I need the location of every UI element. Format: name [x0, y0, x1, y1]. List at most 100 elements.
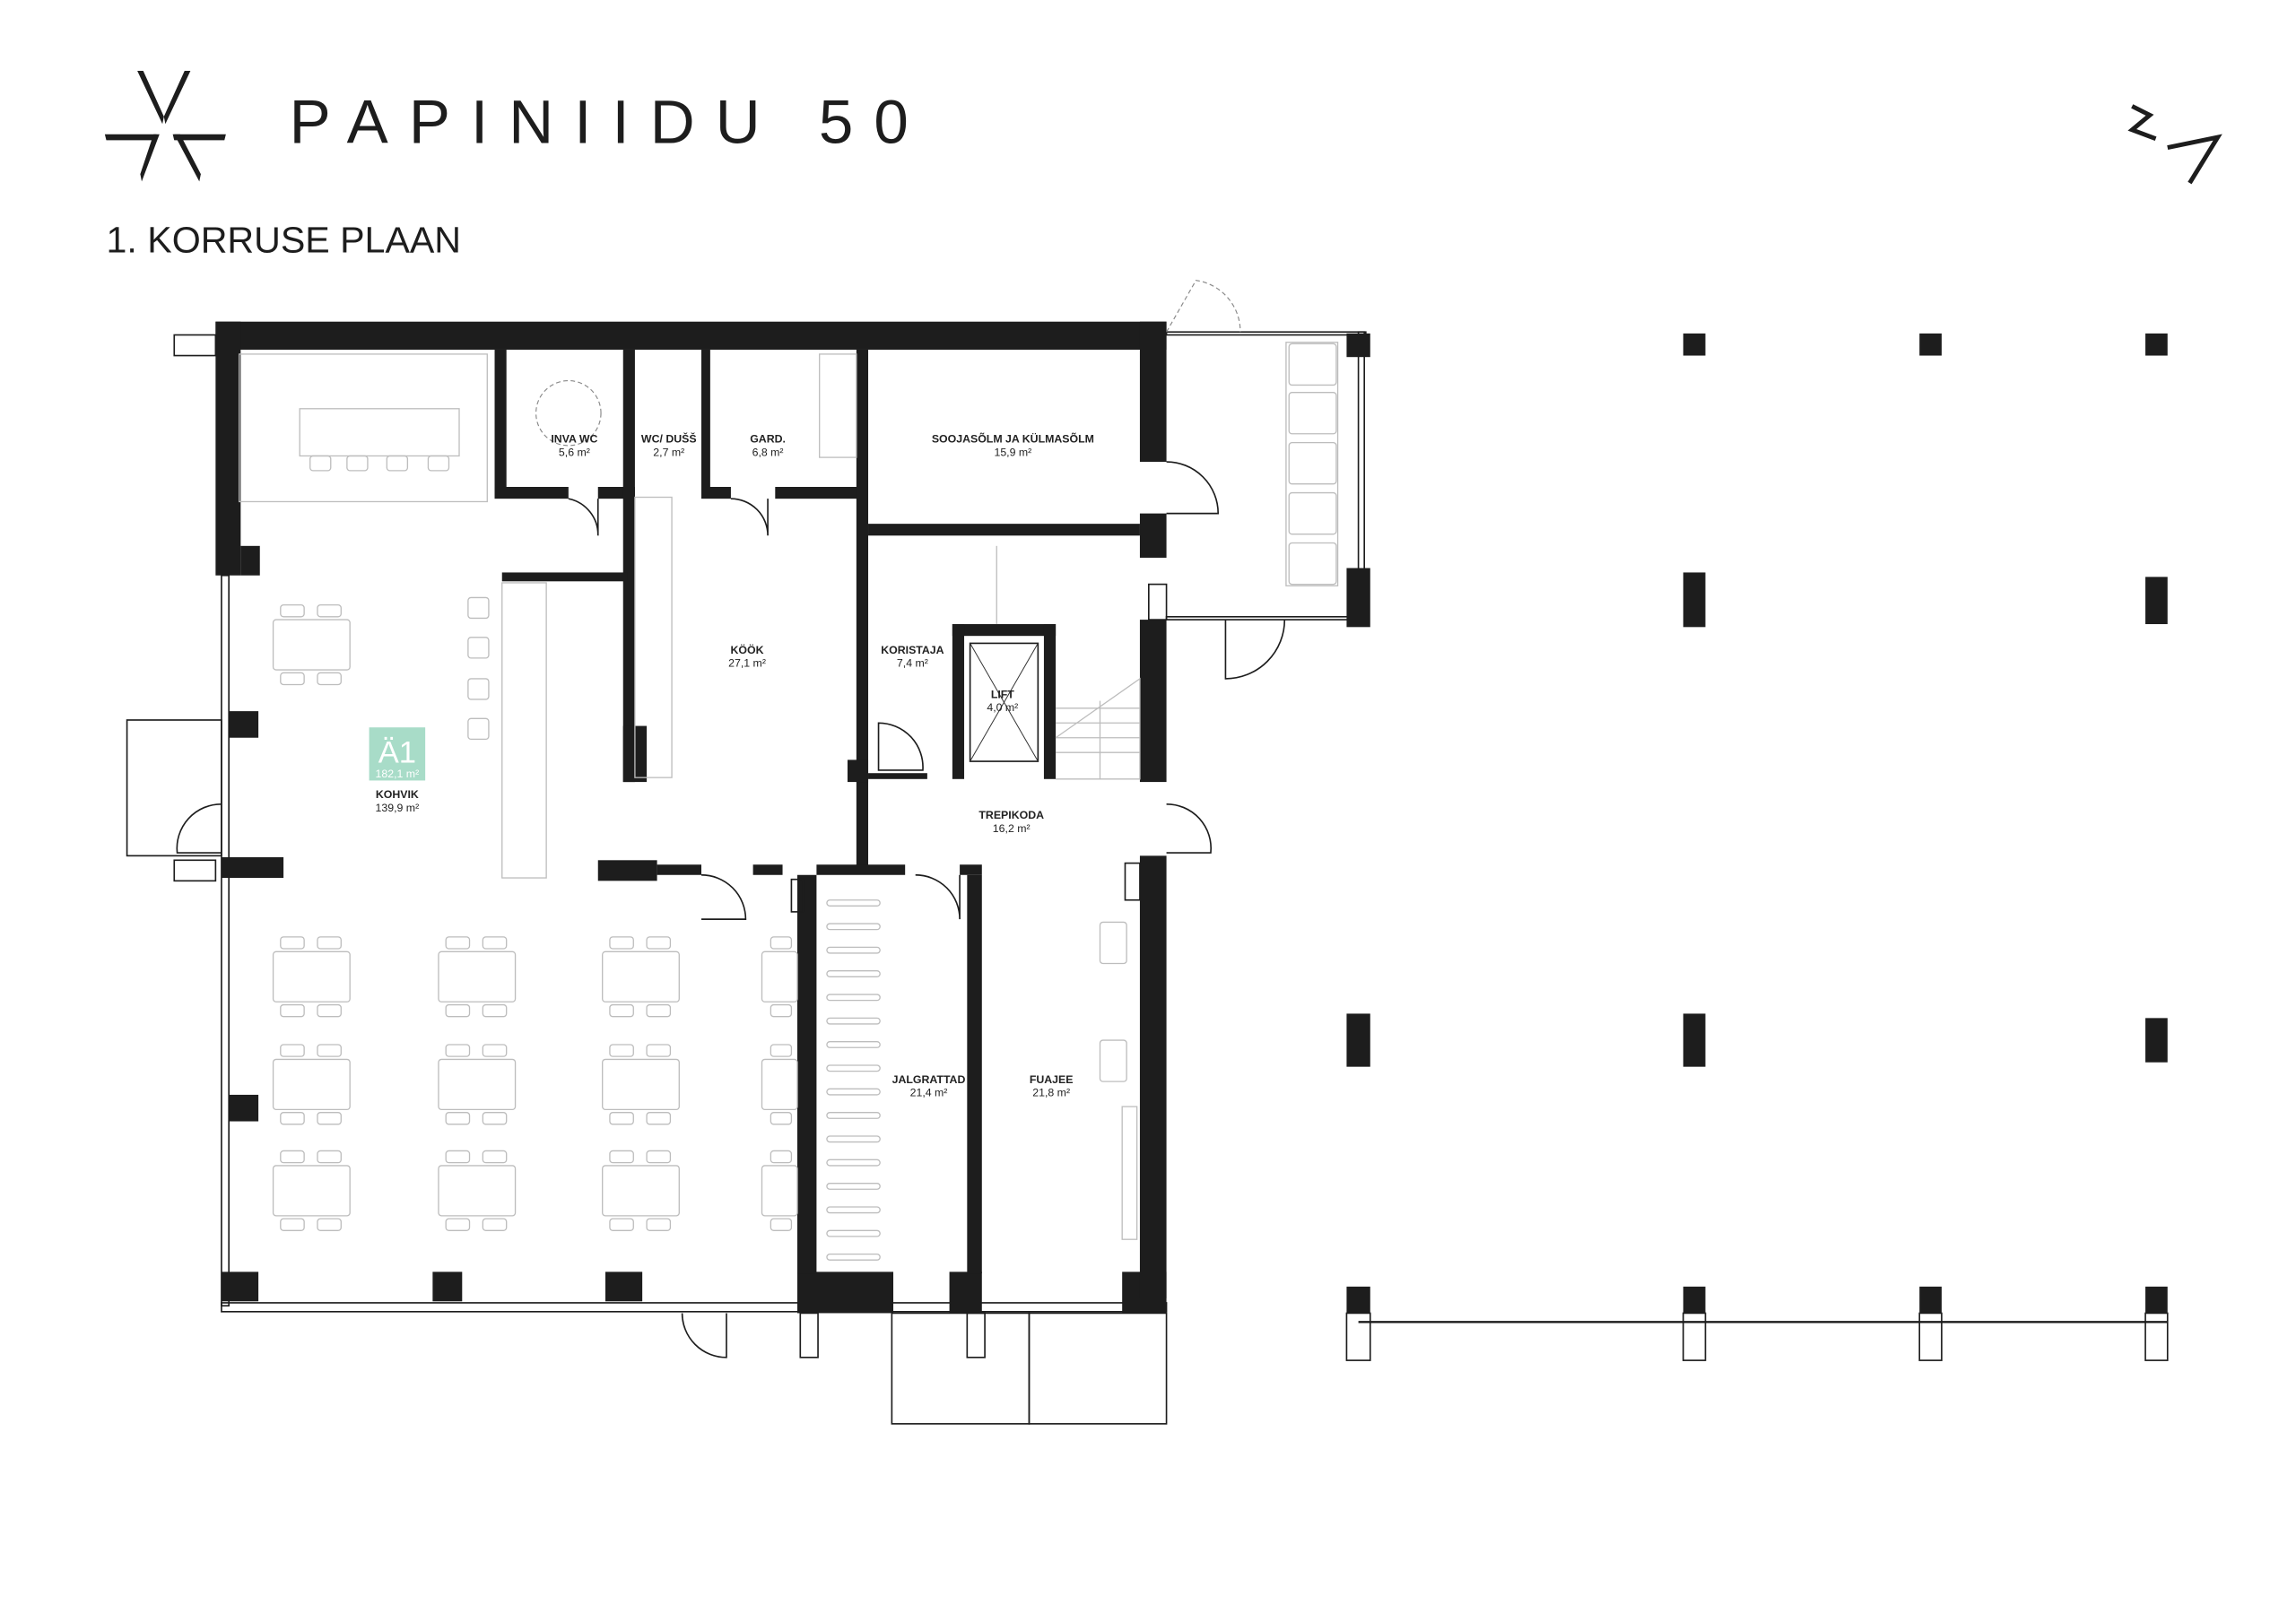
bar-stool	[467, 637, 490, 659]
bike-rack	[826, 1017, 881, 1025]
svg-text:21,4 m²: 21,4 m²	[910, 1087, 948, 1099]
table	[272, 1165, 351, 1217]
chair	[609, 1003, 634, 1018]
table	[272, 950, 351, 1002]
chair	[770, 936, 793, 950]
svg-text:KÖÖK: KÖÖK	[731, 643, 764, 656]
bar-stool	[467, 596, 490, 620]
chair	[609, 1112, 634, 1125]
chair	[609, 1150, 634, 1164]
svg-text:SOOJASÕLM JA KÜLMASÕLM: SOOJASÕLM JA KÜLMASÕLM	[932, 432, 1094, 446]
chair	[317, 936, 342, 950]
chair	[646, 1150, 672, 1164]
unit-badge-area: 182,1 m²	[376, 768, 420, 780]
chair	[609, 936, 634, 950]
chair	[609, 1218, 634, 1231]
table	[602, 1165, 680, 1217]
chair	[427, 455, 450, 472]
chair	[445, 1112, 471, 1125]
svg-text:INVA WC: INVA WC	[551, 433, 597, 446]
furniture	[272, 343, 1337, 1261]
table	[761, 1165, 798, 1217]
chair	[646, 1044, 672, 1057]
chair	[280, 1003, 305, 1018]
chair	[770, 1218, 793, 1231]
svg-text:KOHVIK: KOHVIK	[376, 788, 419, 801]
chair	[317, 1112, 342, 1125]
chair	[445, 936, 471, 950]
chair	[445, 1044, 471, 1057]
chair	[770, 1003, 793, 1018]
svg-text:6,8 m²: 6,8 m²	[752, 446, 784, 458]
planter	[1099, 921, 1127, 965]
bike-rack	[826, 970, 881, 977]
chair	[280, 936, 305, 950]
chair	[317, 1003, 342, 1018]
table	[438, 950, 517, 1002]
svg-text:139,9 m²: 139,9 m²	[376, 802, 420, 814]
bike-rack	[826, 1253, 881, 1261]
chair	[386, 455, 409, 472]
bike-rack	[826, 1041, 881, 1048]
room-label-inva-wc: INVA WC5,6 m²	[551, 433, 597, 459]
bike-rack	[826, 1112, 881, 1119]
svg-text:TREPIKODA: TREPIKODA	[978, 809, 1044, 821]
bike-rack	[826, 994, 881, 1002]
chair	[482, 1112, 508, 1125]
chair	[445, 1218, 471, 1231]
chair	[646, 936, 672, 950]
svg-text:LIFT: LIFT	[991, 688, 1014, 700]
unit-badge-label: Ä1	[378, 736, 416, 770]
chair	[317, 1044, 342, 1057]
table	[272, 619, 351, 671]
page-title: PAPINIIDU 50	[290, 87, 929, 157]
planter	[1099, 1039, 1127, 1082]
svg-text:WC/ DUŠŠ: WC/ DUŠŠ	[641, 432, 697, 446]
structural-columns	[1345, 333, 2169, 1361]
chair	[482, 1150, 508, 1164]
bench-seat	[1288, 441, 1337, 485]
svg-text:JALGRATTAD: JALGRATTAD	[892, 1073, 966, 1086]
chair	[280, 672, 305, 686]
svg-text:7,4 m²: 7,4 m²	[897, 657, 928, 670]
chair	[646, 1003, 672, 1018]
svg-text:GARD.: GARD.	[750, 433, 786, 446]
svg-text:4,0 m²: 4,0 m²	[987, 701, 1018, 714]
svg-text:16,2 m²: 16,2 m²	[993, 822, 1031, 835]
svg-text:FUAJEE: FUAJEE	[1030, 1073, 1074, 1086]
bike-rack	[826, 923, 881, 931]
bike-rack	[826, 899, 881, 907]
table	[272, 1058, 351, 1111]
bike-rack	[826, 946, 881, 954]
bar-stool	[467, 717, 490, 741]
table	[602, 950, 680, 1002]
chair	[346, 455, 369, 472]
bike-rack	[826, 1182, 881, 1190]
chair	[482, 1003, 508, 1018]
bike-rack	[826, 1135, 881, 1143]
north-arrow-icon	[2127, 104, 2222, 185]
table	[761, 950, 798, 1002]
chair	[280, 1150, 305, 1164]
chair	[317, 1218, 342, 1231]
plan-subtitle: 1. KORRUSE PLAAN	[107, 219, 461, 260]
chair	[482, 1044, 508, 1057]
svg-text:21,8 m²: 21,8 m²	[1032, 1087, 1070, 1099]
chair	[770, 1112, 793, 1125]
bike-rack	[826, 1206, 881, 1214]
svg-text:2,7 m²: 2,7 m²	[653, 446, 684, 458]
table	[438, 1165, 517, 1217]
logo-icon	[104, 70, 226, 182]
chair	[609, 1044, 634, 1057]
bike-rack	[826, 1088, 881, 1096]
bike-rack	[826, 1159, 881, 1167]
svg-text:KORISTAJA: KORISTAJA	[881, 644, 944, 656]
